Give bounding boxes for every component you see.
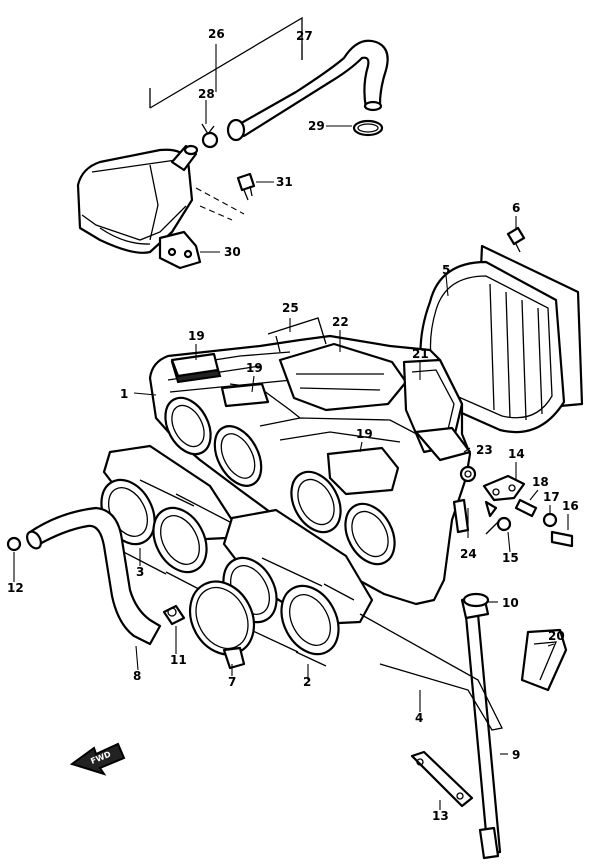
breather-hose (234, 39, 389, 138)
air-filter-element (419, 226, 584, 434)
callout-25: 25 (282, 301, 299, 315)
callout-19-b: 19 (246, 361, 263, 375)
callout-27: 27 (296, 29, 313, 43)
callout-26: 26 (208, 27, 225, 41)
callout-6: 6 (512, 201, 520, 215)
callout-18: 18 (532, 475, 549, 489)
bolt (236, 172, 256, 192)
callout-20: 20 (548, 629, 565, 643)
drain-hose (6, 506, 186, 646)
drain-tube-set (359, 592, 503, 860)
callout-14: 14 (508, 447, 525, 461)
callout-17: 17 (543, 490, 560, 504)
callout-16: 16 (562, 499, 579, 513)
callout-22: 22 (332, 315, 349, 329)
callout-31: 31 (276, 175, 293, 189)
callout-11: 11 (170, 653, 187, 667)
callout-19-a: 19 (188, 329, 205, 343)
forward-arrow: FWD (69, 742, 126, 776)
breather-assembly (76, 16, 389, 270)
leader-lines (13, 44, 569, 810)
callout-7: 7 (228, 675, 236, 689)
callout-10: 10 (502, 596, 519, 610)
callout-21: 21 (412, 347, 429, 361)
intake-joints (100, 444, 374, 670)
callout-30: 30 (224, 245, 241, 259)
small-hardware (482, 474, 574, 548)
callout-13: 13 (432, 809, 449, 823)
callout-5: 5 (442, 263, 450, 277)
callout-23: 23 (476, 443, 493, 457)
callouts: 1 2 3 4 5 6 7 8 9 10 11 12 13 14 15 16 1… (7, 27, 579, 823)
callout-12: 12 (7, 581, 24, 595)
callout-24: 24 (460, 547, 477, 561)
callout-8: 8 (133, 669, 141, 683)
callout-4: 4 (415, 711, 423, 725)
callout-29: 29 (308, 119, 325, 133)
callout-15: 15 (502, 551, 519, 565)
hose-clamp (201, 131, 219, 149)
callout-19-c: 19 (356, 427, 373, 441)
callout-28: 28 (198, 87, 215, 101)
callout-1: 1 (120, 387, 128, 401)
callout-9: 9 (512, 748, 520, 762)
callout-3: 3 (136, 565, 144, 579)
air-cleaner-housing (148, 317, 477, 606)
breather-bracket (158, 230, 202, 270)
callout-2: 2 (303, 675, 311, 689)
